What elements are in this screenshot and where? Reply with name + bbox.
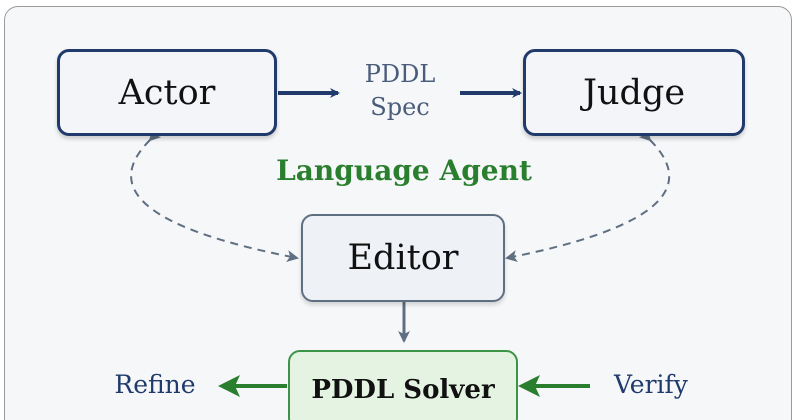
dashed-link-actor-editor: [130, 128, 299, 262]
verify-label: Verify: [614, 370, 688, 399]
judge-node: Judge: [523, 49, 745, 136]
pddl-spec-line1: PDDL: [364, 60, 436, 88]
pddl-solver-node: PDDL Solver: [288, 350, 518, 420]
editor-label: Editor: [347, 238, 459, 278]
actor-label: Actor: [118, 72, 216, 113]
refine-label: Refine: [114, 370, 196, 399]
judge-label: Judge: [582, 72, 686, 113]
pddl-spec-line2: Spec: [370, 93, 430, 121]
pddl-solver-label: PDDL Solver: [311, 375, 495, 405]
pddl-spec-label: PDDL Spec: [345, 58, 455, 124]
language-agent-label: Language Agent: [276, 154, 532, 187]
editor-node: Editor: [301, 214, 505, 302]
actor-node: Actor: [57, 49, 277, 136]
